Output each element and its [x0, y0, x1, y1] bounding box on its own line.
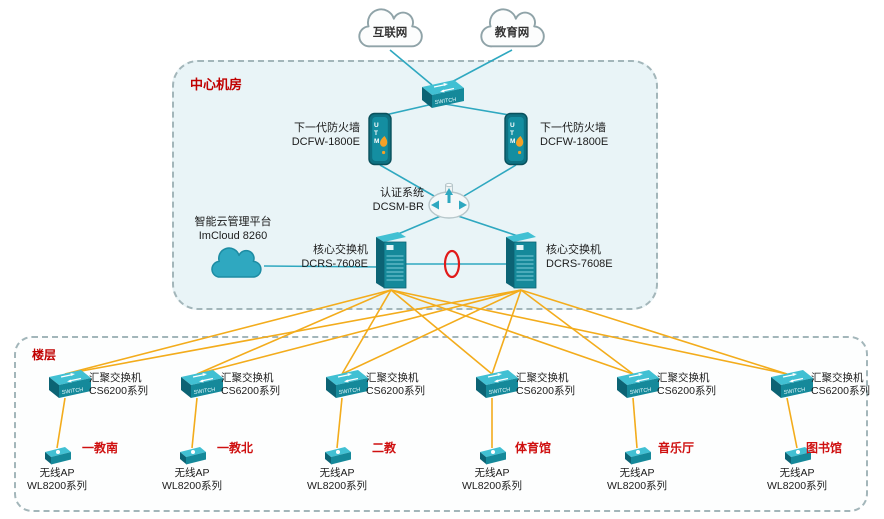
- wireless-ap-icon: [476, 444, 508, 466]
- firewall-left-label: 下一代防火墙 DCFW-1800E: [291, 122, 360, 148]
- floor-title: 楼层: [32, 348, 57, 362]
- building-name: 图书馆: [806, 441, 843, 455]
- core-switch-right-label: 核心交换机 DCRS-7608E: [546, 244, 613, 270]
- core-switch-right-icon: [502, 230, 540, 290]
- core-switch-left-label: 核心交换机 DCRS-7608E: [301, 244, 368, 270]
- building-name: 一教南: [82, 441, 119, 455]
- internet-cloud-icon: 互联网: [350, 8, 430, 54]
- aggregation-switch-icon: [466, 368, 518, 400]
- aggregation-switch-icon: [39, 368, 91, 400]
- wireless-ap-icon: [621, 444, 653, 466]
- core-switch-left-icon: [372, 230, 410, 290]
- cloud-platform-icon: [206, 246, 266, 284]
- education-cloud-icon: 教育网: [472, 8, 552, 54]
- aggregation-switch-icon: [607, 368, 659, 400]
- cloud-platform-label: 智能云管理平台 ImCloud 8260: [194, 216, 272, 242]
- firewall-right-icon: [502, 112, 530, 166]
- wireless-ap-icon: [321, 444, 353, 466]
- floor-box: 楼层: [14, 336, 868, 512]
- aggregation-switch-icon: [316, 368, 368, 400]
- wireless-ap-icon: [41, 444, 73, 466]
- wireless-ap-icon: [176, 444, 208, 466]
- aggregation-switch-icon: [171, 368, 223, 400]
- building-name: 体育馆: [515, 441, 552, 455]
- building-name: 音乐厅: [658, 441, 695, 455]
- aggregation-switch-icon: [761, 368, 813, 400]
- firewall-left-icon: [366, 112, 394, 166]
- firewall-right-label: 下一代防火墙 DCFW-1800E: [540, 122, 609, 148]
- education-cloud-label: 教育网: [494, 27, 530, 39]
- building-name: 二教: [372, 441, 397, 455]
- auth-system-icon: [426, 182, 472, 220]
- internet-cloud-label: 互联网: [372, 27, 408, 39]
- auth-system-label: 认证系统 DCSM-BR: [372, 187, 424, 213]
- center-room-title: 中心机房: [190, 77, 243, 92]
- building-name: 一教北: [217, 441, 254, 455]
- backbone-switch-icon: [412, 78, 464, 110]
